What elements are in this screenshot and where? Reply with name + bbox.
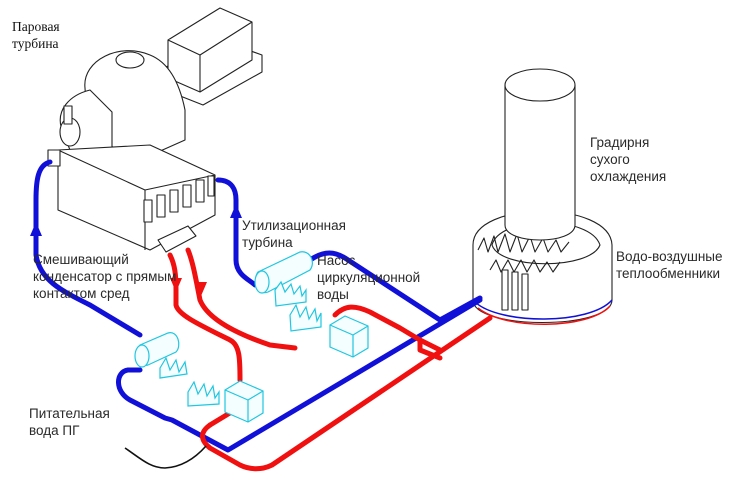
condenser-fins [143, 175, 215, 223]
label-line: турбина [242, 235, 293, 250]
label-line: Смешивающий [33, 252, 129, 267]
label-line: Градирня [590, 135, 650, 150]
label-line: охлаждения [590, 169, 667, 184]
feed-pump-end [134, 344, 150, 368]
recovery-turbine-rotor [274, 280, 307, 307]
turbine-top-port [115, 51, 145, 69]
label-feedwater: Питательная вода ПГ [29, 405, 110, 439]
feedwater-pump-unit [134, 332, 264, 423]
feed-pump-motor-box [224, 380, 264, 423]
tower-zigzag-heat-exchangers [477, 233, 570, 253]
red-pipe-pump-outlet [332, 304, 443, 353]
tower-header-2 [511, 271, 519, 311]
label-line: турбина [12, 36, 59, 51]
blue-pipe-pump-to-tower [307, 250, 483, 323]
tower-base-red-line [477, 305, 611, 325]
tower-zigzag-lower [489, 259, 561, 273]
label-line: циркуляционной [317, 270, 421, 285]
turbine-stub [63, 105, 73, 125]
red-pipe-hotwell-down-2 [185, 247, 298, 351]
label-line: сухого [590, 152, 630, 167]
dry-cooling-tower [472, 68, 613, 325]
label-recovery-turbine: Утилизационная турбина [242, 217, 346, 251]
label-line: Паровая [12, 19, 60, 34]
red-pipe-hotwell-down-1 [167, 252, 243, 383]
tower-header-3 [521, 273, 529, 311]
red-pipe-tower-return [200, 315, 493, 472]
recovery-turbine-pump-unit [254, 251, 369, 358]
tower-top [504, 68, 576, 102]
flow-arrow-icon [195, 282, 207, 296]
label-line: конденсатор с прямым [33, 269, 177, 284]
label-line: Утилизационная [242, 218, 346, 233]
feed-pump-rotor-1 [159, 356, 188, 379]
label-line: теплообменники [616, 266, 721, 281]
label-line: Насос [317, 253, 356, 268]
label-water-air-heat-exchangers: Водо-воздушные теплообменники [616, 248, 723, 282]
steam-turbine [47, 7, 263, 253]
flow-arrow-icon [230, 204, 242, 218]
blue-pipe-recovery-turbine-inlet [215, 177, 258, 288]
circulation-pump-motor-box [329, 315, 369, 358]
feed-pump-rotor-2 [187, 380, 220, 407]
label-mixing-condenser: Смешивающий конденсатор с прямым контакт… [33, 251, 176, 302]
tower-base-blue-line [474, 299, 613, 320]
label-dry-cooling-tower: Градирня сухого охлаждения [590, 134, 666, 185]
red-pipe-branch [417, 337, 443, 361]
blue-pipe-feed-loop [116, 297, 483, 453]
flow-arrows [30, 204, 242, 296]
feedwater-leader-line [124, 445, 207, 469]
label-line: воды [317, 287, 349, 302]
circulation-pump-rotor [289, 303, 322, 332]
label-line: Водо-воздушные [616, 249, 723, 264]
label-line: Питательная [29, 406, 110, 421]
cold-water-pipes [33, 159, 483, 453]
label-circulation-pump: Насос циркуляционной воды [317, 252, 420, 303]
condenser-hotwell [157, 225, 197, 253]
flow-arrow-icon [170, 278, 182, 292]
tower-shaft [504, 84, 576, 241]
label-line: вода ПГ [29, 423, 80, 438]
flow-arrow-icon [30, 222, 42, 236]
hot-water-pipes [167, 247, 493, 472]
recovery-turbine-end [254, 270, 270, 294]
blue-pipe-condenser-return [33, 159, 143, 338]
label-line: контактом сред [33, 286, 130, 301]
label-steam-turbine: Паровая турбина [12, 18, 60, 52]
tower-header-1 [501, 269, 509, 311]
